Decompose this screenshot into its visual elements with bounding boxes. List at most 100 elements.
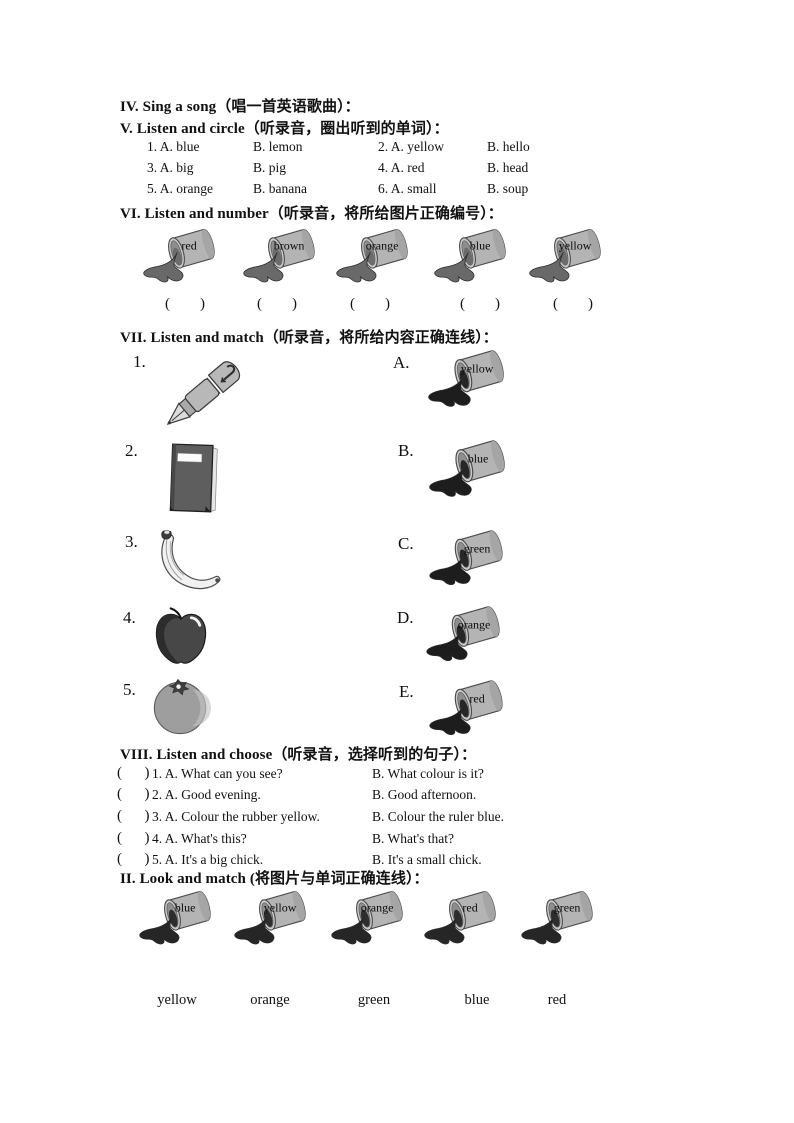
answer-blank[interactable]: ( )	[460, 296, 500, 312]
paint-bucket-orange: orange	[325, 888, 409, 952]
match-option-letter: C.	[398, 534, 414, 553]
bucket-color-label: blue	[467, 451, 489, 466]
listen-circle-row-3: 5. A. orange B. banana 6. A. small B. soup	[147, 181, 528, 197]
choice-b: B. Colour the ruler blue.	[372, 809, 504, 824]
option: 1. A. blue	[147, 139, 200, 154]
answer-blank[interactable]: ( )	[117, 830, 150, 846]
paint-bucket-icon	[421, 439, 513, 503]
match-item-number: 4.	[123, 608, 136, 627]
paint-bucket-green: green	[420, 529, 512, 591]
match-item-number: 5.	[123, 680, 136, 699]
bucket-color-label: orange	[360, 900, 394, 915]
book-icon	[167, 438, 219, 518]
paint-bucket-red: red	[420, 679, 512, 741]
match-word: orange	[250, 992, 290, 1008]
option: 6. A. small	[378, 181, 437, 196]
match-item-number: 2.	[125, 441, 138, 460]
bucket-color-label: blue	[174, 900, 196, 915]
choice-b: B. What colour is it?	[372, 766, 484, 781]
answer-blank[interactable]: ( )	[117, 765, 150, 781]
match-option-letter: A.	[393, 353, 410, 372]
option: B. banana	[253, 181, 307, 196]
choice-b: B. It's a small chick.	[372, 852, 482, 867]
choice-a: 2. A. Good evening.	[152, 787, 261, 802]
answer-blank[interactable]: ( )	[117, 808, 150, 824]
paint-bucket-icon	[418, 888, 502, 952]
answer-blank[interactable]: ( )	[165, 296, 205, 312]
match-option-letter: D.	[397, 608, 414, 627]
option: 4. A. red	[378, 160, 425, 175]
bucket-color-label: brown	[273, 238, 305, 253]
bucket-color-label: yellow	[263, 900, 297, 915]
option: B. hello	[487, 139, 530, 154]
answer-blank[interactable]: ( )	[257, 296, 297, 312]
bucket-color-label: yellow	[558, 238, 592, 253]
bucket-color-label: orange	[365, 238, 399, 253]
option: 5. A. orange	[147, 181, 213, 196]
paint-bucket-icon	[420, 679, 512, 741]
paint-bucket-icon	[237, 226, 321, 290]
section-iv-title: IV. Sing a song（唱一首英语歌曲）：	[120, 99, 360, 115]
paint-bucket-red: red	[418, 888, 502, 952]
choice-a: 3. A. Colour the rubber yellow.	[152, 809, 320, 824]
choice-a: 1. A. What can you see?	[152, 766, 283, 781]
paint-bucket-orange: orange	[417, 605, 509, 667]
choice-b: B. What's that?	[372, 831, 455, 846]
choice-a: 5. A. It's a big chick.	[152, 852, 264, 867]
match-option-letter: E.	[399, 682, 414, 701]
paint-bucket-yellow: yellow	[420, 349, 512, 413]
option: B. head	[487, 160, 529, 175]
paint-bucket-icon	[515, 888, 599, 952]
paint-bucket-yellow: yellow	[523, 226, 607, 290]
paint-bucket-brown: brown	[237, 226, 321, 290]
paint-bucket-icon	[330, 226, 414, 290]
paint-bucket-icon	[133, 888, 217, 952]
option: B. soup	[487, 181, 529, 196]
answer-blank[interactable]: ( )	[117, 851, 150, 867]
bucket-color-label: green	[553, 900, 581, 915]
choice-a: 4. A. What's this?	[152, 831, 247, 846]
paint-bucket-blue: blue	[421, 439, 513, 503]
bucket-color-label: green	[463, 541, 491, 556]
pen-icon	[150, 355, 255, 435]
paint-bucket-icon	[428, 226, 512, 290]
section-viii-title: VIII. Listen and choose（听录音，选择听到的句子）：	[120, 747, 477, 763]
bucket-color-label: red	[469, 691, 485, 706]
option: 3. A. big	[147, 160, 194, 175]
bucket-color-label: blue	[469, 238, 491, 253]
paint-bucket-icon	[325, 888, 409, 952]
paint-bucket-icon	[523, 226, 607, 290]
paint-bucket-red: red	[137, 226, 221, 290]
section-vi-title: VI. Listen and number（听录音，将所给图片正确编号）：	[120, 206, 503, 222]
bucket-color-label: orange	[457, 617, 491, 632]
answer-blank[interactable]: ( )	[553, 296, 593, 312]
choice-b: B. Good afternoon.	[372, 787, 477, 802]
bucket-color-label: red	[462, 900, 478, 915]
answer-blank[interactable]: ( )	[350, 296, 390, 312]
paint-bucket-blue: blue	[133, 888, 217, 952]
match-item-number: 3.	[125, 532, 138, 551]
banana-icon	[149, 526, 229, 596]
bucket-color-label: red	[181, 238, 197, 253]
match-word: red	[547, 992, 567, 1008]
apple-icon	[151, 605, 211, 669]
option: 2. A. yellow	[378, 139, 444, 154]
paint-bucket-blue: blue	[428, 226, 512, 290]
match-option-letter: B.	[398, 441, 414, 460]
paint-bucket-yellow: yellow	[228, 888, 312, 952]
orange-fruit-icon	[149, 676, 211, 736]
paint-bucket-orange: orange	[330, 226, 414, 290]
paint-bucket-icon	[417, 605, 509, 667]
paint-bucket-icon	[228, 888, 312, 952]
paint-bucket-icon	[137, 226, 221, 290]
bucket-color-label: yellow	[460, 361, 494, 376]
match-item-number: 1.	[133, 352, 146, 371]
answer-blank[interactable]: ( )	[117, 786, 150, 802]
paint-bucket-green: green	[515, 888, 599, 952]
match-word: blue	[464, 992, 490, 1008]
section-vii-title: VII. Listen and match（听录音，将所给内容正确连线）：	[120, 330, 498, 346]
section-v-title: V. Listen and circle（听录音，圈出听到的单词）：	[120, 121, 449, 137]
